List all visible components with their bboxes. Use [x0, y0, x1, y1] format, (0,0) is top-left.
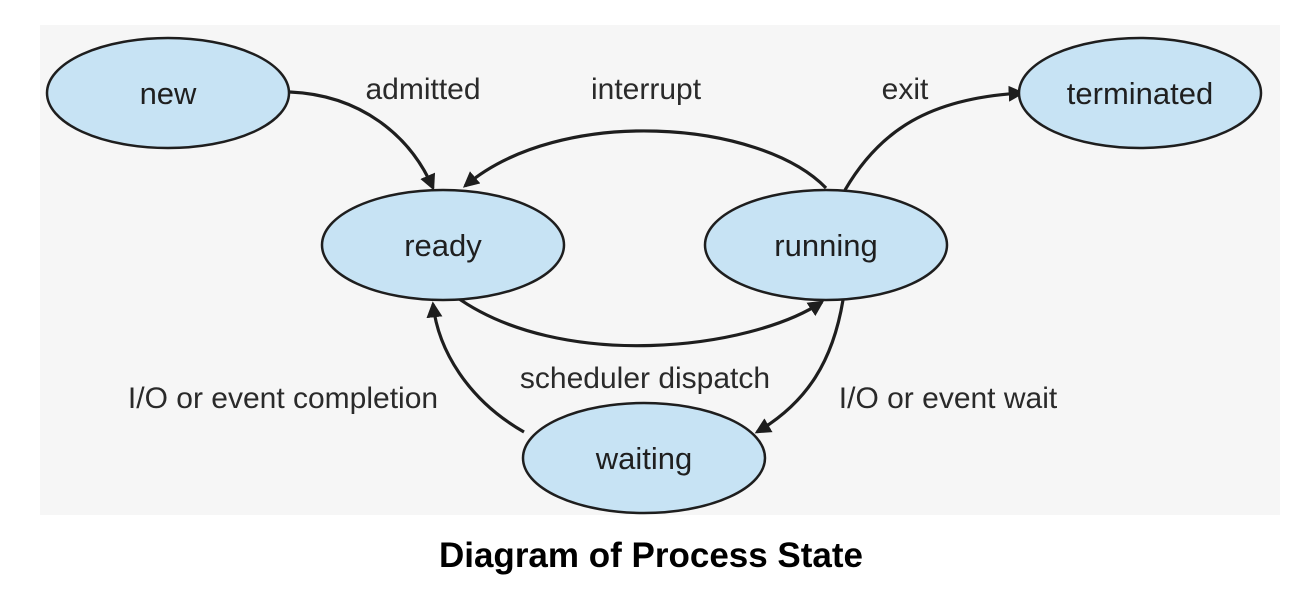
state-terminated: terminated: [1017, 36, 1263, 150]
state-running: running: [703, 188, 949, 302]
diagram-caption: Diagram of Process State: [439, 536, 863, 575]
io-event-wait-arrow: [754, 299, 845, 434]
state-waiting: waiting: [521, 401, 767, 515]
io-event-completion-label: I/O or event completion: [128, 382, 438, 415]
state-waiting-label: waiting: [595, 441, 693, 476]
io-event-wait-label: I/O or event wait: [839, 382, 1058, 415]
state-new-label: new: [140, 76, 197, 111]
state-ready: ready: [320, 188, 566, 302]
scheduler-dispatch-label: scheduler dispatch: [520, 362, 770, 395]
state-running-label: running: [774, 228, 877, 263]
io-event-completion-arrow: [426, 301, 525, 434]
interrupt-arrow: [462, 129, 828, 190]
state-ready-label: ready: [404, 228, 482, 263]
exit-arrow: [843, 85, 1025, 191]
interrupt-label: interrupt: [591, 73, 702, 106]
admitted-label: admitted: [365, 73, 480, 106]
exit-label: exit: [882, 73, 929, 106]
state-new: new: [45, 36, 291, 150]
scheduler-dispatch-arrow: [454, 294, 825, 348]
admitted-arrow: [289, 90, 436, 191]
state-terminated-label: terminated: [1067, 76, 1213, 111]
